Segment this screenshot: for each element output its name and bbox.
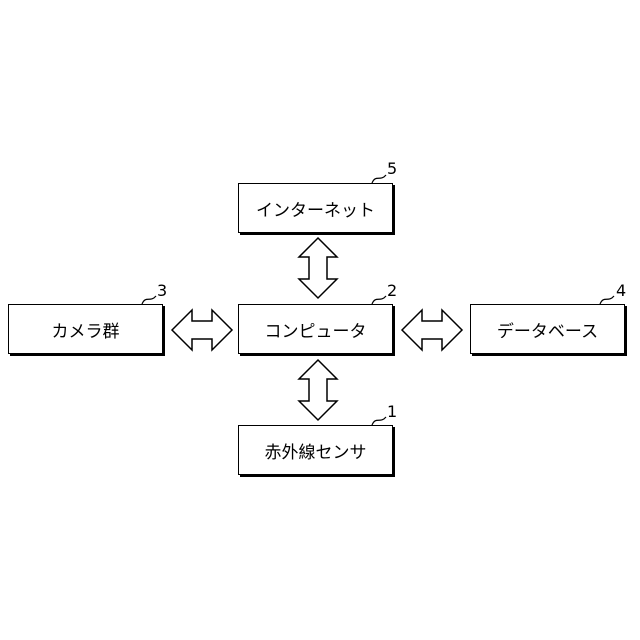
computer-label: コンピュータ: [265, 317, 367, 342]
ref-leader-camera: [142, 296, 156, 304]
computer-box: コンピュータ: [238, 304, 393, 354]
internet-box: インターネット: [238, 183, 393, 233]
ref-number-computer: 2: [387, 283, 397, 299]
ref-number-camera: 3: [157, 283, 167, 299]
ref-leader-database: [600, 296, 614, 304]
arrow-computer-internet: [299, 238, 337, 298]
ref-number-database: 4: [616, 283, 626, 299]
ref-number-sensor: 1: [387, 404, 397, 420]
ref-leader-computer: [372, 296, 386, 304]
arrow-computer-database: [402, 310, 462, 350]
infrared-sensor-label: 赤外線センサ: [265, 438, 367, 463]
database-label: データベース: [497, 317, 598, 342]
arrow-camera-computer: [172, 310, 232, 350]
infrared-sensor-box: 赤外線センサ: [238, 425, 393, 475]
ref-leader-internet: [372, 175, 386, 183]
ref-leader-sensor: [372, 417, 386, 425]
internet-label: インターネット: [256, 196, 375, 221]
camera-group-box: カメラ群: [8, 304, 163, 354]
ref-number-internet: 5: [387, 161, 397, 177]
camera-group-label: カメラ群: [52, 317, 120, 342]
arrow-computer-sensor: [299, 360, 337, 420]
database-box: データベース: [470, 304, 625, 354]
